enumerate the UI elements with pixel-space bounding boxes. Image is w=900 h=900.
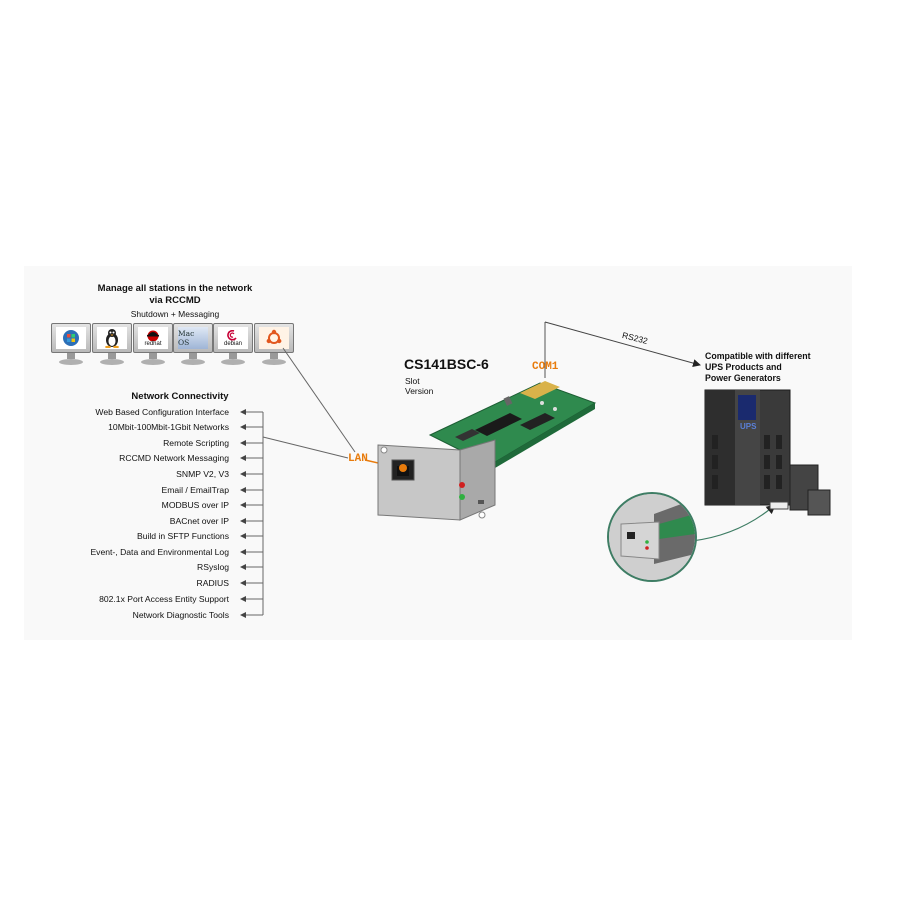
feature-rsyslog: RSyslog xyxy=(197,562,229,572)
rccmd-title-line1: Manage all stations in the network xyxy=(97,283,253,294)
faceplate xyxy=(377,444,461,521)
network-card xyxy=(377,381,597,521)
zoom-callout xyxy=(607,492,697,582)
monitor-debian: debian xyxy=(213,323,253,368)
feature-email: Email / EmailTrap xyxy=(161,485,230,495)
macos-icon: Mac OS xyxy=(178,327,208,349)
feature-diagnostic-tools: Network Diagnostic Tools xyxy=(132,610,229,620)
feature-networks: 10Mbit-100Mbit-1Gbit Networks xyxy=(108,422,229,432)
rccmd-title-line2: via RCCMD xyxy=(149,295,201,306)
monitor-windows xyxy=(51,323,91,368)
feature-radius: RADIUS xyxy=(196,578,229,588)
network-connectivity-title: Network Connectivity xyxy=(131,391,229,402)
debian-label: debian xyxy=(223,340,243,347)
feature-8021x: 802.1x Port Access Entity Support xyxy=(99,594,229,604)
feature-bacnet: BACnet over IP xyxy=(169,516,229,526)
zoomed-card-slot xyxy=(609,494,695,580)
feature-snmp: SNMP V2, V3 xyxy=(176,469,229,479)
compat-line2: UPS Products and xyxy=(705,362,782,372)
ubuntu-icon xyxy=(266,329,282,344)
model-name: CS141BSC-6 xyxy=(404,356,489,372)
monitor-ubuntu xyxy=(254,323,294,368)
monitor-redhat: redhat xyxy=(133,323,173,368)
monitor-linux xyxy=(92,323,132,368)
feature-event-log: Event-, Data and Environmental Log xyxy=(90,547,229,557)
macos-label: Mac OS xyxy=(178,329,195,347)
variant-version: Version xyxy=(405,386,434,396)
rccmd-title: Manage all stations in the network via R… xyxy=(70,283,280,307)
monitor-macos: Mac OS xyxy=(173,323,213,368)
feature-remote-scripting: Remote Scripting xyxy=(163,438,229,448)
compat-line3: Power Generators xyxy=(705,373,781,383)
lan-label: LAN xyxy=(348,453,368,465)
ups-cabinet xyxy=(704,389,831,516)
feature-rccmd-messaging: RCCMD Network Messaging xyxy=(119,453,229,463)
windows-icon xyxy=(63,330,79,346)
linux-icon xyxy=(105,329,119,348)
rccmd-subtitle: Shutdown + Messaging xyxy=(130,309,220,319)
ups-label: UPS xyxy=(740,422,757,431)
feature-web-config: Web Based Configuration Interface xyxy=(95,407,229,417)
feature-sftp: Build in SFTP Functions xyxy=(136,531,229,541)
debian-icon xyxy=(227,329,237,340)
variant-slot: Slot xyxy=(405,376,420,386)
compat-text: Compatible with different UPS Products a… xyxy=(705,351,811,384)
redhat-icon xyxy=(147,330,159,341)
com1-label: COM1 xyxy=(532,361,559,373)
feature-modbus: MODBUS over IP xyxy=(161,500,229,510)
compat-line1: Compatible with different xyxy=(705,351,811,361)
redhat-label: redhat xyxy=(144,341,162,347)
